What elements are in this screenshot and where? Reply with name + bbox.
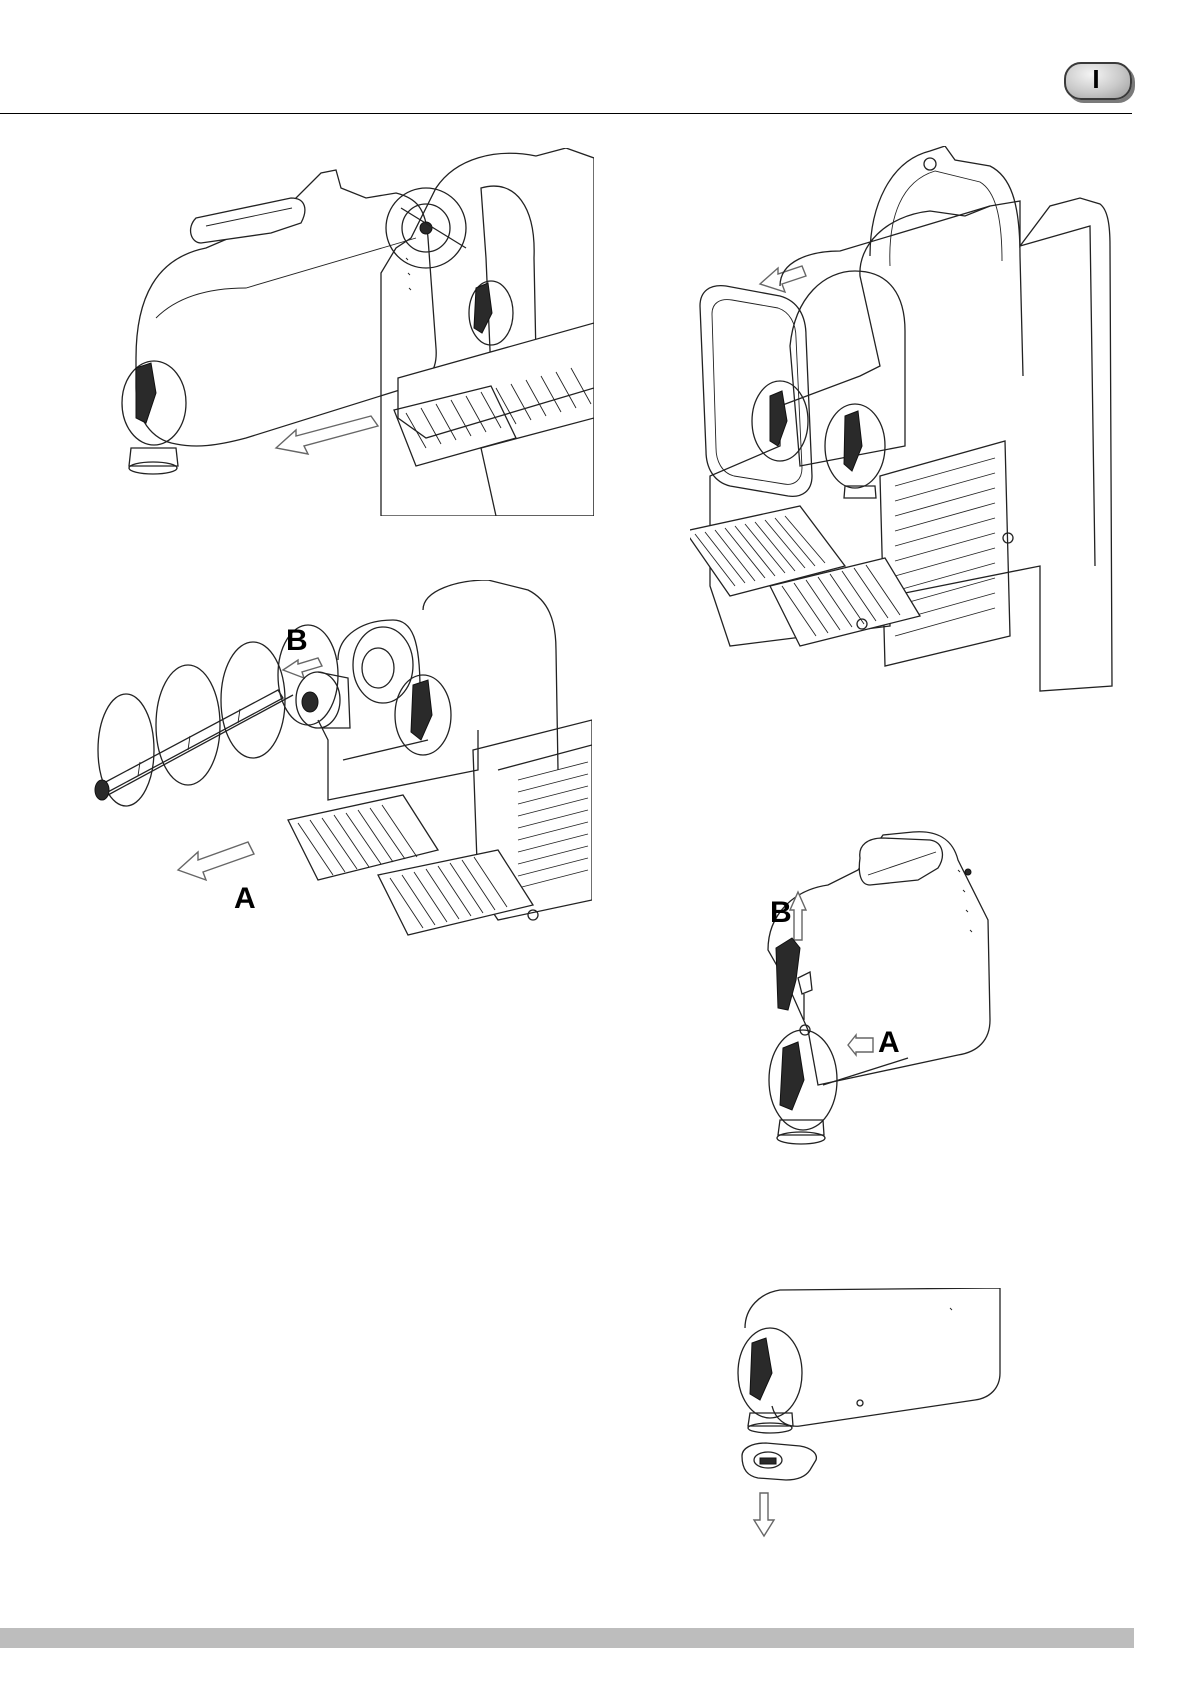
callout-b-tap: B [770,896,792,929]
figure-tap-lever-removal: B A [708,830,1038,1170]
language-badge-letter: I [1064,62,1128,96]
figure-cover-removal [690,146,1120,706]
figure-drip-ring-removal [720,1288,1020,1538]
footer-bar [0,1628,1134,1648]
callout-a-tap: A [878,1026,900,1059]
language-badge: I [1058,58,1130,100]
figure-auger-removal: A B [78,580,592,1000]
callout-a-auger: A [234,882,256,915]
header-rule [0,113,1132,114]
figure-bowl-removal [96,148,594,516]
callout-b-auger: B [286,624,308,657]
